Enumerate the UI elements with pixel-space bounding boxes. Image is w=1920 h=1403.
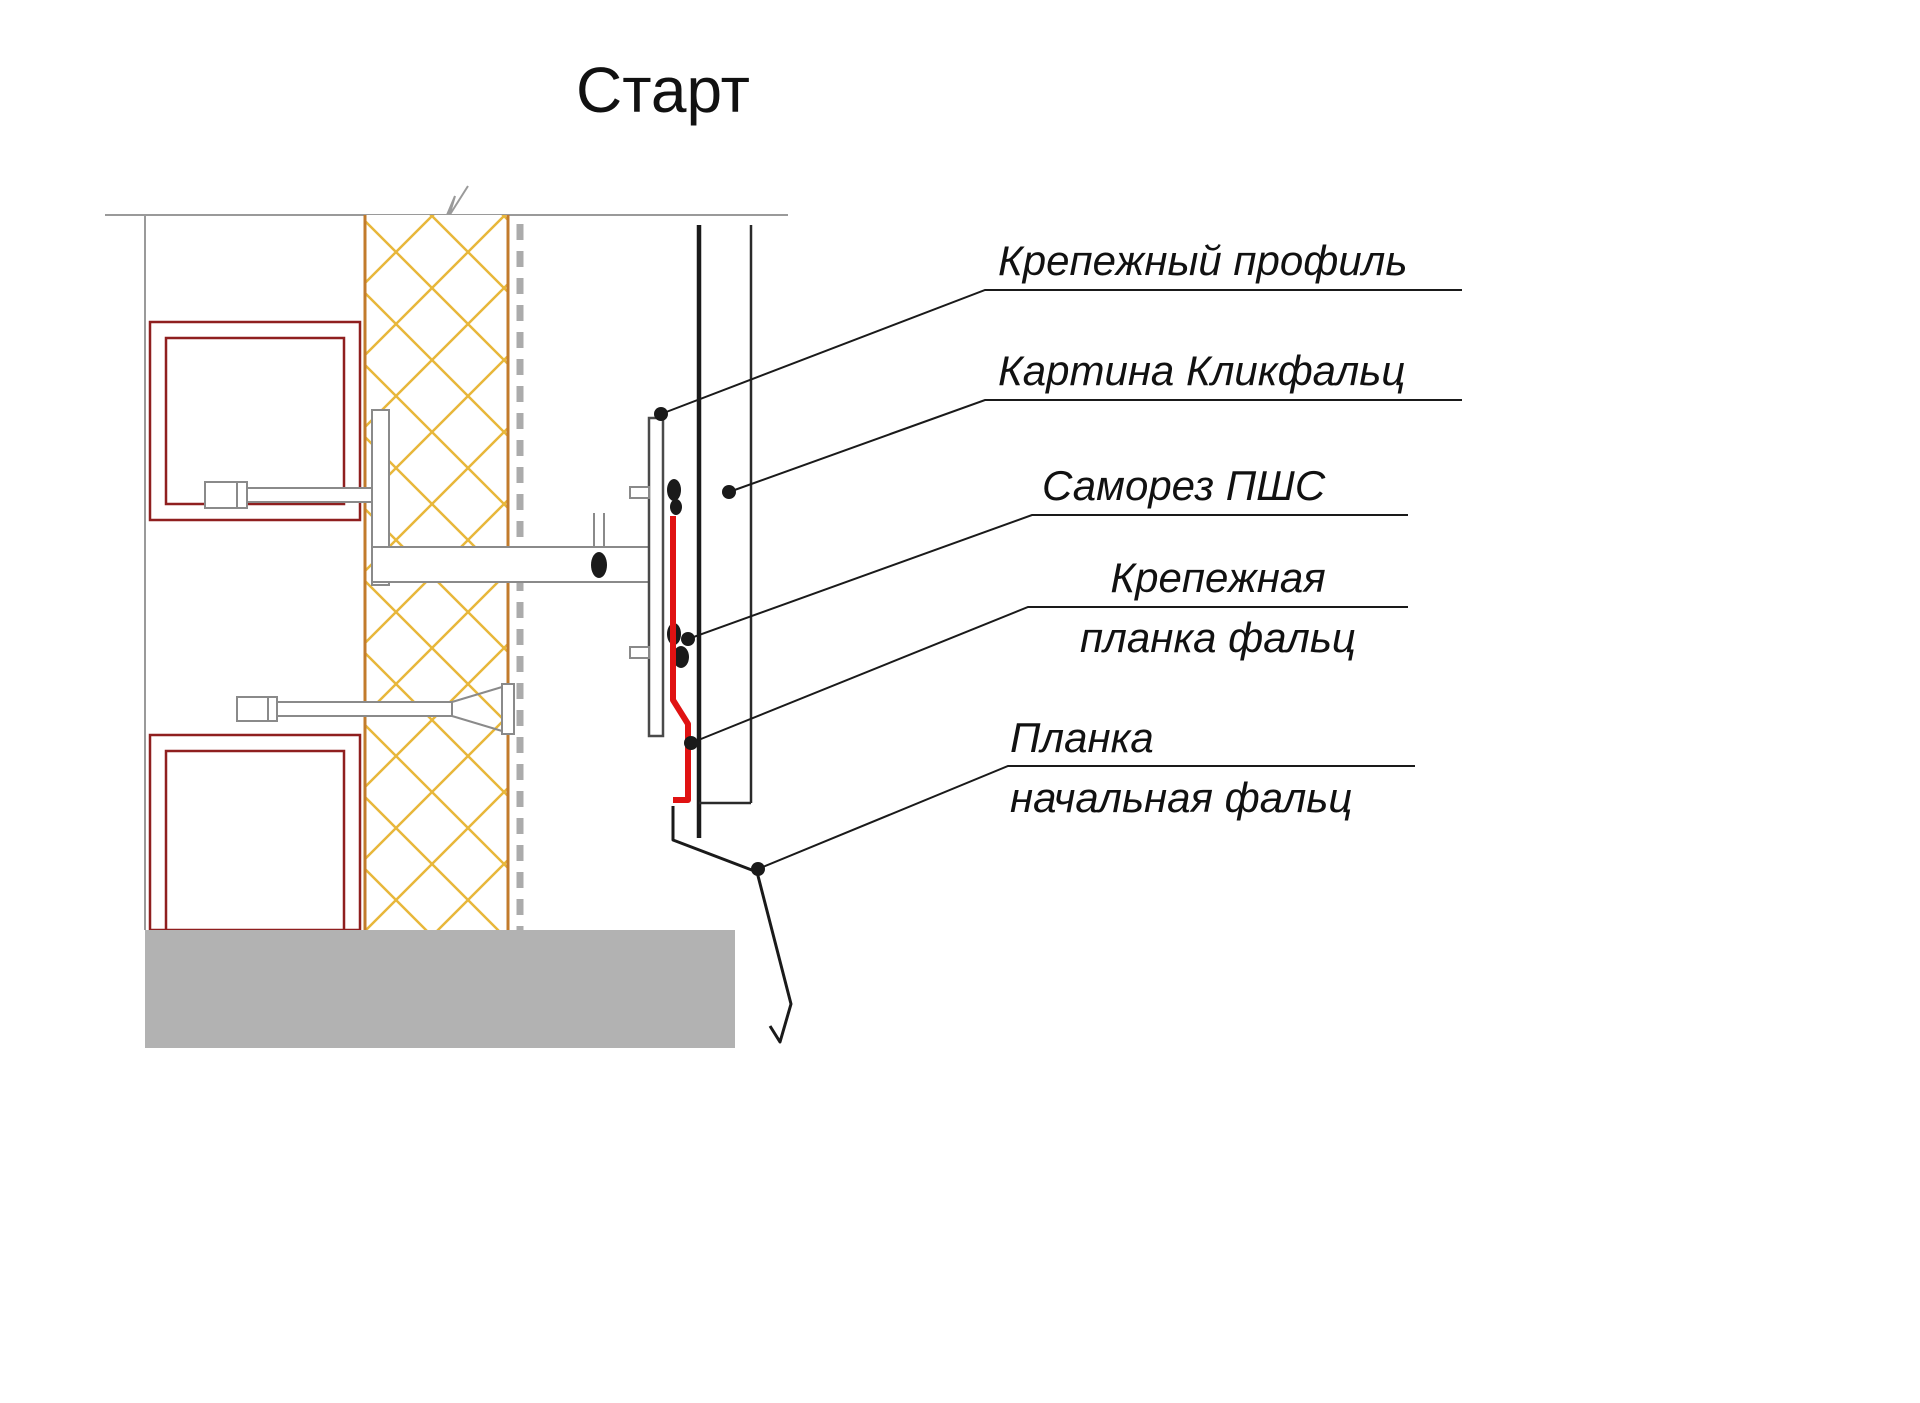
callout-dot [751,862,765,876]
callout-leader-line [687,514,1408,640]
fastening-strip-shape [670,516,691,803]
callout-leader-line [690,606,1408,744]
callout-label-starter-strip-line1: Планка [1010,714,1154,761]
callout-dot [722,485,736,499]
anchor-bolt-shank [246,487,375,503]
callout-mounting-profile: Крепежный профиль [654,237,1462,421]
screw-lower-shank [629,646,650,659]
callout-label-fastening-strip-line2: планка фальц [1080,614,1356,661]
bracket-bolt [591,552,607,578]
callout-dot [681,632,695,646]
screw-lower-clip [673,646,689,668]
callout-label-clickfalz-panel: Картина Кликфальц [998,347,1405,394]
bracket-arm [371,546,653,583]
dowel-plate [501,683,515,735]
clickfalz-panel [696,225,753,838]
wall-studs [148,320,362,932]
wall-bracket [371,409,653,586]
bracket-plate [371,409,390,586]
foundation-block [145,930,735,1048]
screw-upper-head [667,479,681,501]
callout-fastening-strip: Крепежная планка фальц [684,554,1408,750]
dowel-shank [276,701,453,717]
wall-stud-outlines [148,320,362,932]
callout-dot [684,736,698,750]
callout-clickfalz-panel: Картина Кликфальц [722,347,1462,499]
panel-back-line [699,225,753,805]
dowel-head [236,696,278,722]
bracket-tab [593,513,605,547]
screw-upper-clip [670,499,682,515]
anchor-bolt [204,481,375,509]
callout-label-starter-strip-line2: начальная фальц [1010,774,1352,821]
callout-screw: Саморез ПШС [681,462,1408,646]
callout-leader-line [660,289,1462,415]
dowel-flare [451,686,503,732]
mounting-profile-shape [647,416,665,738]
callout-leader-line [728,399,1462,493]
starter-strip-shape [671,806,793,1044]
callout-label-screw: Саморез ПШС [1042,462,1326,509]
anchor-bolt-head [204,481,248,509]
callout-label-mounting-profile: Крепежный профиль [998,237,1407,284]
callout-dot [654,407,668,421]
diagram-title: Старт [576,54,750,126]
callout-starter-strip: Планка начальная фальц [751,714,1415,876]
callout-label-fastening-strip-line1: Крепежная [1110,554,1325,601]
screw-upper-shank [629,486,650,499]
callout-leader-line [757,765,1415,870]
insulation-dowel [236,683,515,735]
